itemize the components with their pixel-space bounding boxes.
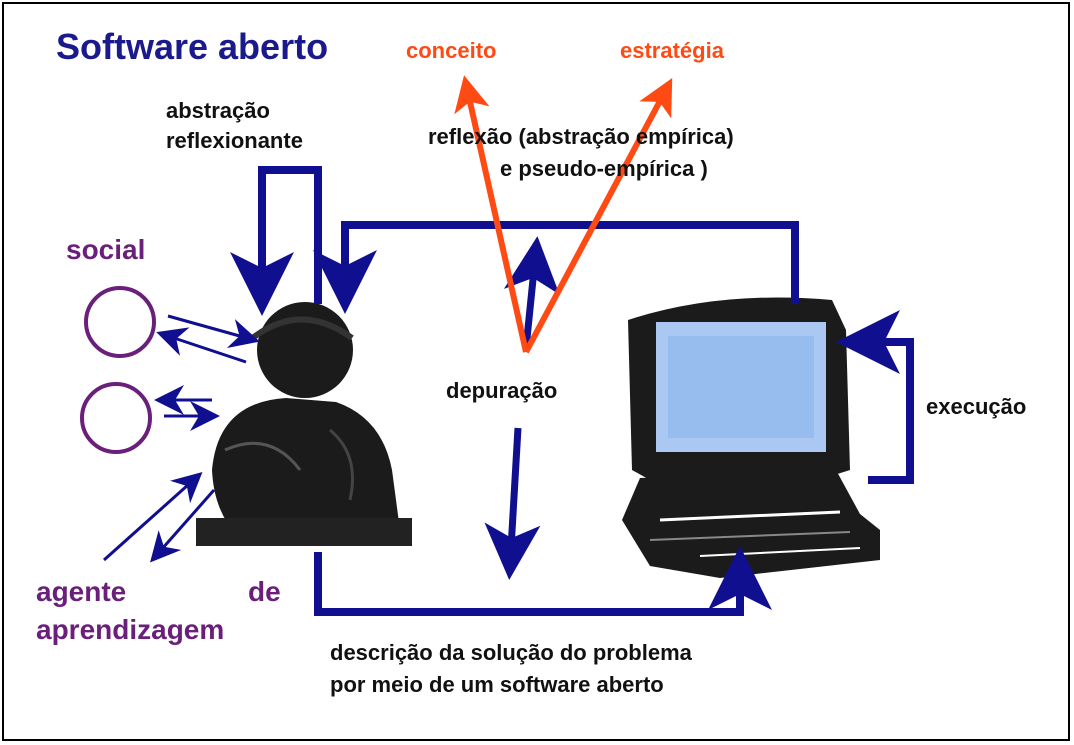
person-icon bbox=[196, 302, 412, 546]
social-arrow-out bbox=[156, 327, 247, 364]
agent-arrow-in bbox=[103, 472, 203, 562]
depuracao-up-arrow bbox=[503, 236, 560, 349]
social-label: social bbox=[66, 234, 146, 265]
computer-icon bbox=[622, 297, 880, 578]
abstracao-label-line2: reflexionante bbox=[166, 128, 303, 153]
description-arrow bbox=[314, 546, 772, 616]
depuracao-down-arrow bbox=[484, 427, 541, 580]
social-circle-icon bbox=[80, 382, 152, 454]
page-title: Software aberto bbox=[56, 26, 329, 67]
agente-de-label: de bbox=[248, 576, 281, 607]
descricao-label-line1: descrição da solução do problema bbox=[330, 640, 692, 665]
conceito-label: conceito bbox=[406, 38, 497, 63]
abstracao-label-line1: abstração bbox=[166, 98, 270, 123]
agent-arrow-out bbox=[150, 489, 216, 563]
feedback-loop-arrow bbox=[313, 221, 799, 314]
descricao-label-line2: por meio de um software aberto bbox=[330, 672, 664, 697]
agente-label: agente bbox=[36, 576, 127, 607]
reflexao-label-line1: reflexão (abstração empírica) bbox=[428, 124, 734, 149]
abstraction-loop-arrow bbox=[230, 166, 322, 316]
aprendizagem-label: aprendizagem bbox=[36, 614, 225, 645]
estrategia-label: estratégia bbox=[620, 38, 724, 63]
social-arrow-in bbox=[167, 314, 260, 348]
depuracao-label: depuração bbox=[446, 378, 558, 403]
estrategia-arrow bbox=[523, 78, 673, 354]
execucao-label: execução bbox=[926, 394, 1027, 419]
execution-loop-arrow bbox=[836, 310, 914, 484]
social-circle-icon bbox=[84, 286, 156, 358]
reflexao-label-line2: e pseudo-empírica ) bbox=[500, 156, 708, 181]
conceito-arrow bbox=[454, 75, 529, 353]
